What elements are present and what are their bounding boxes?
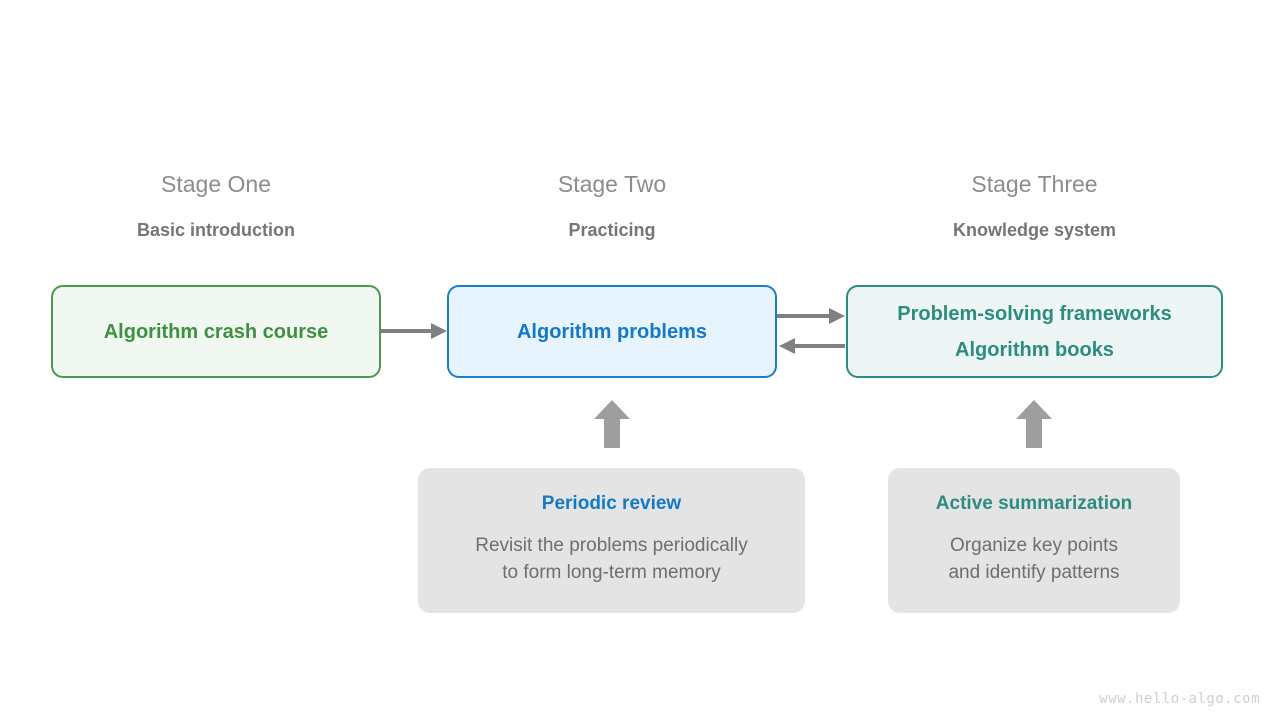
support-box-periodic-review[interactable]: Periodic review Revisit the problems per… bbox=[418, 468, 805, 613]
stage-title-two: Stage Two bbox=[557, 171, 667, 197]
support-desc-line-1: Organize key points bbox=[950, 535, 1118, 557]
stage-box-one-line-1: Algorithm crash course bbox=[103, 320, 329, 343]
arrow-periodic-review-to-stage-two bbox=[594, 400, 630, 448]
support-box-active-summarization[interactable]: Active summarization Organize key points… bbox=[888, 468, 1180, 613]
support-desc-line-2: to form long-term memory bbox=[502, 562, 721, 583]
stage-subtitle-one: Basic introduction bbox=[136, 220, 295, 240]
stage-box-three-line-2: Algorithm books bbox=[955, 338, 1114, 361]
stage-header-two: Stage Two Practicing bbox=[447, 171, 777, 240]
stage-subtitle-three: Knowledge system bbox=[952, 220, 1117, 240]
watermark: www.hello-algo.com bbox=[1099, 691, 1260, 707]
support-desc-line-2: and identify patterns bbox=[948, 562, 1120, 583]
arrow-stage-one-to-stage-two bbox=[381, 323, 447, 339]
stage-box-knowledge-system[interactable]: Problem-solving frameworks Algorithm boo… bbox=[846, 285, 1223, 378]
stage-header-three: Stage Three Knowledge system bbox=[846, 171, 1223, 240]
support-desc-active-summarization: Organize key points and identify pattern… bbox=[948, 533, 1119, 586]
stage-box-two-line-1: Algorithm problems bbox=[516, 320, 707, 343]
support-desc-periodic-review: Revisit the problems periodically to for… bbox=[475, 533, 747, 586]
arrow-active-summarization-to-stage-three bbox=[1016, 400, 1052, 448]
stage-header-one: Stage One Basic introduction bbox=[51, 171, 381, 240]
stage-title-one: Stage One bbox=[161, 171, 271, 197]
arrow-stage-two-to-stage-three bbox=[777, 308, 845, 324]
stage-box-algorithm-crash-course[interactable]: Algorithm crash course bbox=[51, 285, 381, 378]
stage-subtitle-two: Practicing bbox=[568, 220, 656, 240]
support-title-active-summarization: Active summarization bbox=[935, 493, 1133, 515]
arrow-stage-three-to-stage-two bbox=[779, 338, 845, 354]
support-title-periodic-review: Periodic review bbox=[541, 493, 682, 515]
support-desc-line-1: Revisit the problems periodically bbox=[475, 535, 748, 557]
stage-title-three: Stage Three bbox=[971, 171, 1098, 197]
stage-box-algorithm-problems[interactable]: Algorithm problems bbox=[447, 285, 777, 378]
stage-box-three-line-1: Problem-solving frameworks bbox=[897, 302, 1172, 325]
